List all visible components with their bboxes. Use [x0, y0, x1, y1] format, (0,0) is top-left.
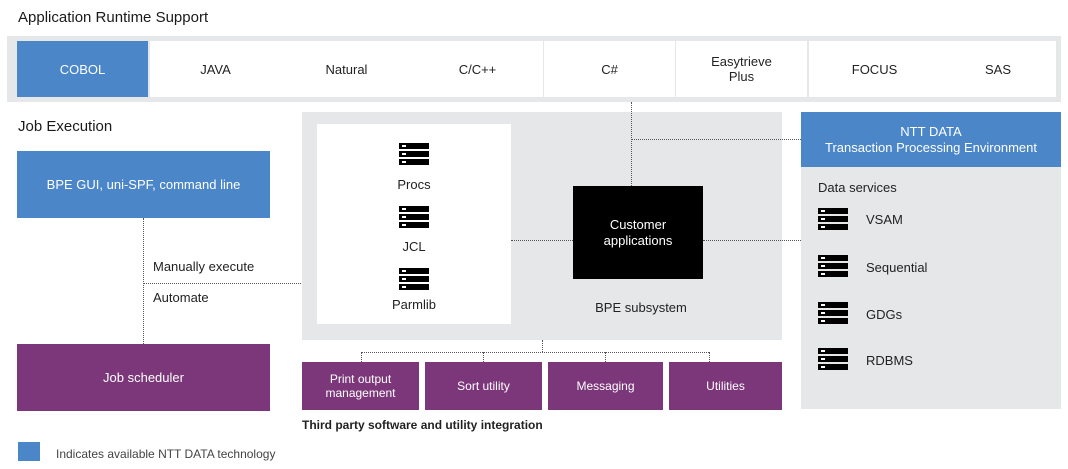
bpe-gui-box: BPE GUI, uni-SPF, command line	[17, 151, 270, 218]
language-focus: FOCUS	[809, 41, 940, 97]
connector-messaging	[605, 352, 606, 362]
connector-third-party-bus	[361, 352, 709, 353]
parmlib-label: Parmlib	[391, 297, 437, 312]
data-services-title: Data services	[818, 180, 897, 195]
procs-server-icon	[399, 143, 429, 165]
ntt-data-header-line2: Transaction Processing Environment	[825, 139, 1037, 155]
jcl-label: JCL	[402, 239, 426, 254]
job-scheduler-box: Job scheduler	[17, 344, 270, 411]
ntt-data-header: NTT DATA Transaction Processing Environm…	[801, 112, 1061, 167]
language-sas: SAS	[940, 41, 1056, 97]
ntt-data-header-line1: NTT DATA	[900, 123, 962, 139]
language-java: JAVA	[150, 41, 281, 97]
automate-label: Automate	[153, 290, 209, 305]
gdgs-server-icon	[818, 302, 848, 324]
gdgs-label: GDGs	[866, 307, 903, 322]
bpe-subsystem-label: BPE subsystem	[595, 300, 687, 315]
messaging-box: Messaging	[548, 362, 663, 410]
vsam-server-icon	[818, 208, 848, 230]
manually-execute-label: Manually execute	[153, 259, 255, 274]
legend-swatch	[18, 442, 40, 461]
connector-to-bpe	[143, 283, 315, 284]
vsam-label: VSAM	[866, 212, 903, 227]
rdbms-label: RDBMS	[866, 353, 913, 368]
sequential-label: Sequential	[866, 260, 928, 275]
language-cobol: COBOL	[17, 41, 148, 97]
language-easytrieve: Easytrieve Plus	[676, 41, 807, 97]
legend-text: Indicates available NTT DATA technology	[56, 447, 276, 461]
connector-runtime-apps	[631, 102, 632, 186]
customer-applications-box: Customer applications	[573, 186, 703, 279]
runtime-title: Application Runtime Support	[18, 9, 209, 26]
language-csharp: C#	[544, 41, 675, 97]
connector-apps-ntt	[703, 240, 801, 241]
sort-utility-box: Sort utility	[425, 362, 542, 410]
parmlib-server-icon	[399, 268, 429, 290]
third-party-caption: Third party software and utility integra…	[302, 418, 543, 432]
rdbms-server-icon	[818, 348, 848, 370]
connector-config-apps	[511, 240, 573, 241]
utilities-box: Utilities	[669, 362, 782, 410]
language-c-cpp: C/C++	[412, 41, 543, 97]
connector-utilities	[709, 352, 710, 362]
jcl-server-icon	[399, 206, 429, 228]
connector-sort-utility	[483, 352, 484, 362]
connector-gui-scheduler	[143, 218, 144, 344]
connector-print-output	[361, 352, 362, 362]
sequential-server-icon	[818, 255, 848, 277]
language-natural: Natural	[281, 41, 412, 97]
connector-bpe-third-party	[542, 340, 543, 352]
procs-label: Procs	[397, 177, 431, 192]
print-output-management-box: Print output management	[302, 362, 419, 410]
connector-runtime-ntt	[631, 139, 801, 140]
job-execution-title: Job Execution	[18, 118, 113, 135]
